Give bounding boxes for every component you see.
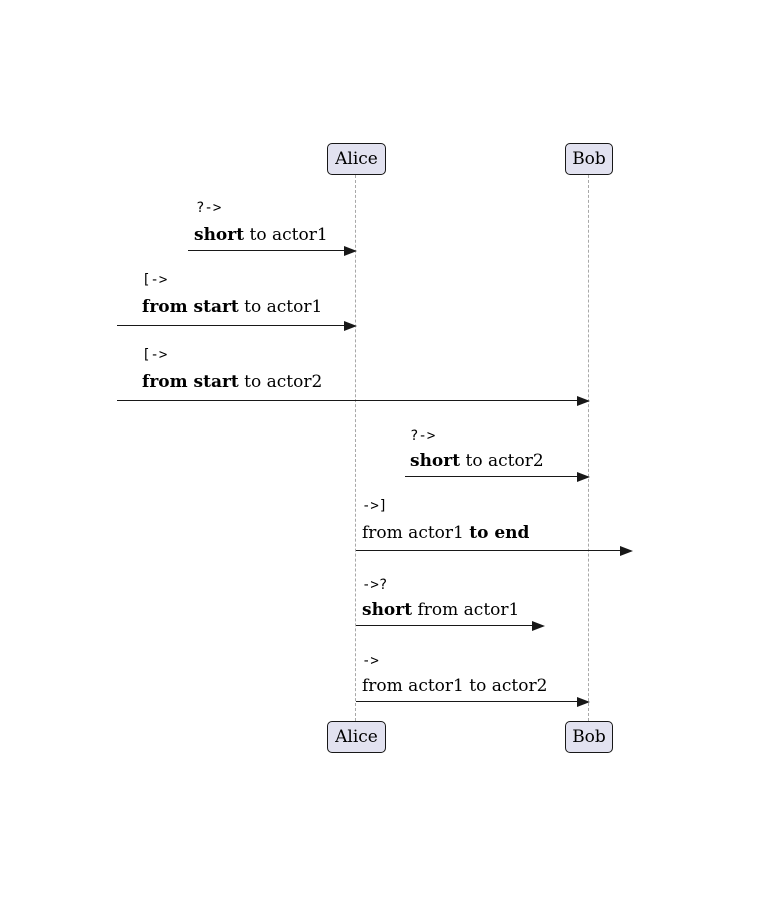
message-label-bold: short — [362, 600, 413, 620]
message-label: from start to actor2 — [142, 372, 322, 393]
message-label: from start to actor1 — [142, 297, 322, 318]
arrowhead-icon — [620, 546, 633, 556]
actor-name: Bob — [572, 149, 606, 169]
message-label: short to actor2 — [410, 451, 544, 472]
actor-box-alice-bottom: Alice — [327, 721, 386, 753]
arrowhead-icon — [577, 396, 590, 406]
message-arrow — [188, 246, 357, 256]
message-label-bold: short — [410, 451, 461, 471]
arrowhead-icon — [577, 697, 590, 707]
message-label-bold: short — [194, 225, 245, 245]
arrow-shaft — [356, 701, 586, 702]
actor-box-bob-top: Bob — [565, 143, 613, 175]
message-label-post: to actor1 — [238, 297, 323, 317]
message-arrow — [356, 546, 633, 556]
arrow-shaft — [405, 476, 586, 477]
message-code-label: [-> — [142, 347, 168, 363]
message-arrow — [117, 321, 357, 331]
arrowhead-icon — [344, 321, 357, 331]
message-label-post: to actor2 — [238, 372, 323, 392]
actor-name: Alice — [335, 727, 378, 747]
lifeline-alice — [355, 175, 356, 721]
message-label: short from actor1 — [362, 600, 519, 621]
message-label-bold: to end — [469, 523, 530, 543]
actor-box-bob-bottom: Bob — [565, 721, 613, 753]
message-code-label: [-> — [142, 272, 168, 288]
message-label-bold: from start — [142, 297, 239, 317]
message-arrow — [356, 697, 590, 707]
message-label: from actor1 to actor2 — [362, 676, 547, 697]
message-label-post: to actor1 — [244, 225, 328, 245]
message-code-label: ->] — [362, 498, 388, 514]
actor-name: Alice — [335, 149, 378, 169]
arrow-shaft — [188, 250, 353, 251]
actor-name: Bob — [572, 727, 606, 747]
lifeline-bob — [588, 175, 589, 721]
arrow-shaft — [117, 325, 353, 326]
actor-box-alice-top: Alice — [327, 143, 386, 175]
message-label-pre: from actor1 — [362, 523, 470, 543]
message-label: short to actor1 — [194, 225, 328, 246]
message-code-label: ?-> — [196, 200, 222, 216]
arrowhead-icon — [532, 621, 545, 631]
message-arrow — [356, 621, 545, 631]
message-label-pre: from actor1 to actor2 — [362, 676, 548, 696]
message-arrow — [405, 472, 590, 482]
arrowhead-icon — [344, 246, 357, 256]
arrow-shaft — [117, 400, 586, 401]
message-label-post: to actor2 — [460, 451, 544, 471]
message-code-label: -> — [362, 653, 379, 669]
arrow-shaft — [356, 550, 629, 551]
arrowhead-icon — [577, 472, 590, 482]
message-code-label: ->? — [362, 577, 388, 593]
message-label-post: from actor1 — [412, 600, 520, 620]
message-label-bold: from start — [142, 372, 239, 392]
arrow-shaft — [356, 625, 541, 626]
message-label: from actor1 to end — [362, 523, 529, 544]
message-code-label: ?-> — [410, 428, 436, 444]
message-arrow — [117, 396, 590, 406]
